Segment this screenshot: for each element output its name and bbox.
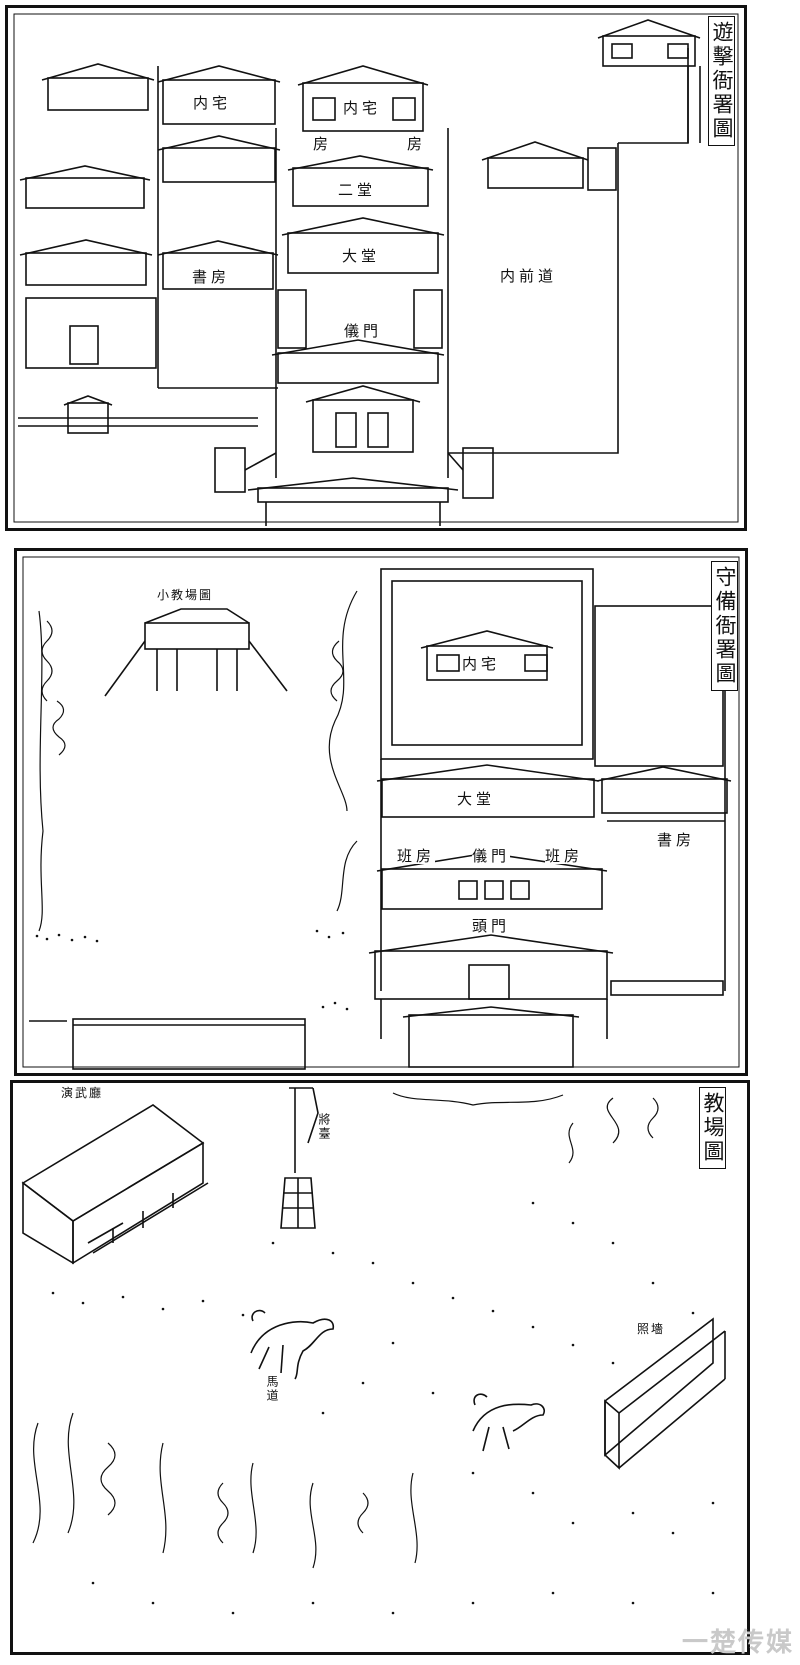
youji-yamen-drawing <box>13 13 739 526</box>
label-duty-room-left: 班房 <box>397 847 436 865</box>
panel-title: 遊擊衙署圖 <box>708 16 735 146</box>
label-inner-front-road: 内前道 <box>500 267 558 285</box>
label-inner-residence-left: 内宅 <box>193 94 232 112</box>
label-horse-track: 馬道 <box>265 1375 279 1403</box>
ground-stipple <box>51 1201 715 1615</box>
small-drill-ground-pavilion <box>104 608 288 697</box>
left-halls <box>19 63 278 434</box>
label-great-hall: 大堂 <box>457 790 496 808</box>
label-duty-room-right: 班房 <box>545 847 584 865</box>
label-second-hall: 二堂 <box>338 181 377 199</box>
label-general-platform: 將臺 <box>317 1113 331 1141</box>
panel-title: 教場圖 <box>699 1087 726 1169</box>
label-study-room: 書房 <box>192 268 231 286</box>
central-axis <box>247 65 459 526</box>
jiaochang-trees <box>32 1092 659 1569</box>
label-martial-hall: 演武廳 <box>61 1086 104 1100</box>
label-study-room: 書房 <box>657 831 696 849</box>
panel-jiaochang: 教場圖 演武廳 將臺 馬道 照墻 <box>10 1080 750 1655</box>
shoubei-yamen-drawing <box>22 556 740 1070</box>
label-great-hall: 大堂 <box>342 247 381 265</box>
label-room-left: 房 <box>311 136 329 152</box>
martial-hall <box>21 1104 209 1265</box>
watermark: 一楚传媒 <box>681 1628 794 1658</box>
label-small-drill-ground: 小教場圖 <box>157 588 214 602</box>
label-ceremonial-gate: 儀門 <box>472 847 511 865</box>
top-right-hall <box>597 19 701 143</box>
panel-shoubei-yamen: 守備衙署圖 小教場圖 内宅 大堂 書房 班房 儀門 班房 頭門 <box>14 548 748 1076</box>
label-inner-residence-center: 内宅 <box>343 99 382 117</box>
jiaochang-drawing <box>21 1087 726 1615</box>
label-inner-residence: 内宅 <box>462 655 501 673</box>
horse-upper <box>250 1309 335 1380</box>
general-platform <box>280 1087 319 1229</box>
shoubei-trees <box>38 590 358 932</box>
label-screen-wall: 照墻 <box>637 1322 666 1336</box>
horse-lower <box>472 1393 546 1452</box>
screen-wall-drawing <box>604 1317 726 1470</box>
label-room-right: 房 <box>405 136 423 152</box>
panel-youji-yamen: 遊擊衙署圖 内宅 内宅 二堂 大堂 儀門 内前道 書房 房 房 <box>5 5 747 531</box>
label-main-gate: 頭門 <box>472 917 511 935</box>
label-ceremonial-gate: 儀門 <box>344 322 383 340</box>
panel-title: 守備衙署圖 <box>711 561 738 691</box>
